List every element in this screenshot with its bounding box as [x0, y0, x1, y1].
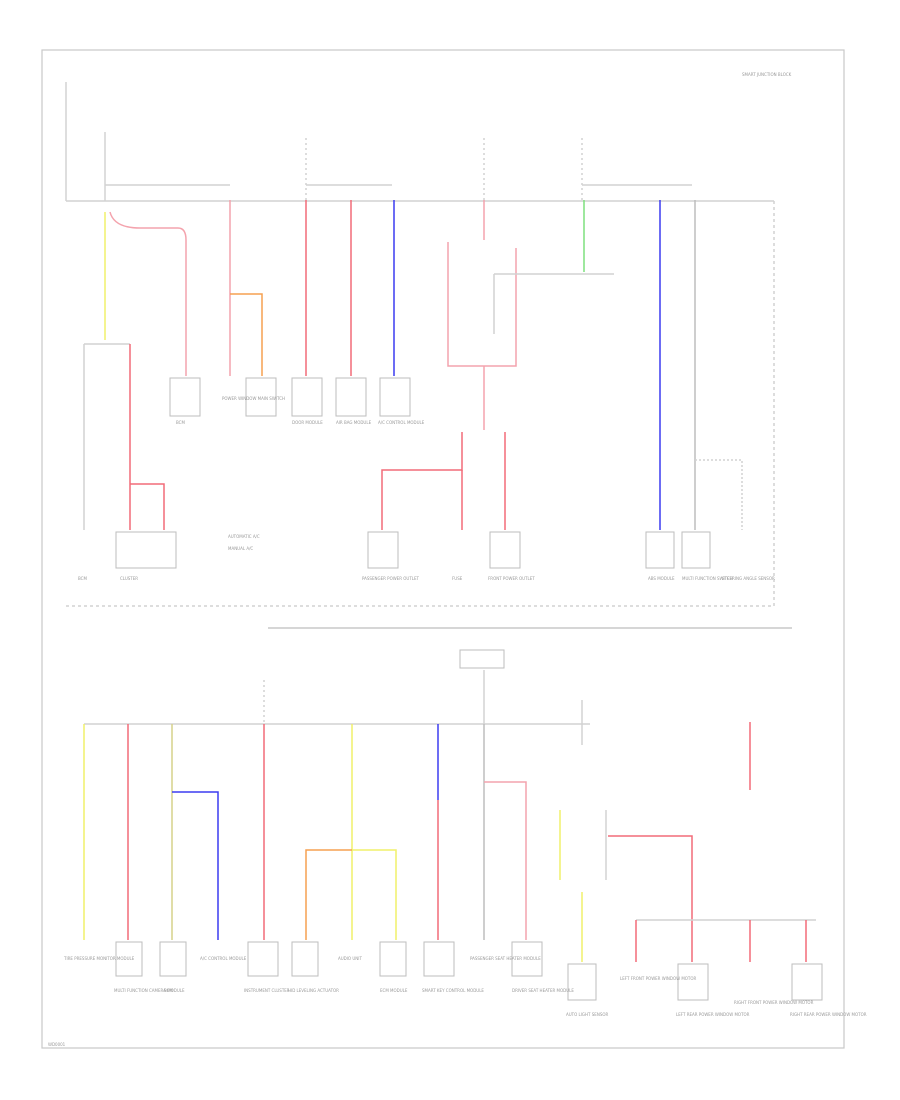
component-label: STEERING ANGLE SENSOR — [722, 576, 775, 581]
component-box — [367, 531, 399, 569]
component-box — [291, 377, 323, 417]
component-label: LEFT FRONT POWER WINDOW MOTOR — [620, 976, 697, 981]
component-box — [291, 941, 319, 977]
component-box — [379, 377, 411, 417]
component-box — [379, 941, 407, 977]
bottom-section — [83, 649, 816, 962]
component-label: PASSENGER POWER OUTLET — [362, 576, 420, 581]
component-label: PASSENGER SEAT HEATER MODULE — [470, 956, 541, 961]
top-components — [115, 377, 711, 569]
component-box — [681, 531, 711, 569]
wire-red-1 — [109, 211, 187, 376]
wire-blue-b1 — [172, 791, 219, 940]
component-box — [247, 941, 279, 977]
component-box — [159, 941, 187, 977]
legend-item: AUTOMATIC A/C — [228, 534, 260, 539]
component-box — [511, 941, 543, 977]
top-section — [65, 82, 775, 607]
wire-neutral-5 — [695, 459, 743, 530]
component-box — [115, 531, 177, 569]
component-label: A/C CONTROL MODULE — [200, 956, 247, 961]
component-box — [645, 531, 675, 569]
component-label: CLUSTER — [120, 576, 138, 581]
top-labels: BCM BCM POWER WINDOW MAIN SWITCH DOOR MO… — [78, 396, 775, 581]
component-label: LEFT REAR POWER WINDOW MOTOR — [676, 1012, 750, 1017]
wire-red-b5 — [608, 835, 693, 962]
component-label: MULTI FUNCTION SWITCH — [682, 576, 733, 581]
component-box — [245, 377, 277, 417]
bottom-components — [115, 941, 823, 1001]
component-box — [169, 377, 201, 417]
component-box — [489, 531, 521, 569]
wire-red-3 — [130, 483, 165, 530]
wire-neutral-3 — [493, 273, 614, 334]
component-label: HID LEVELING ACTUATOR — [288, 988, 339, 993]
component-box — [677, 963, 709, 1001]
component-label: AIR BAG MODULE — [336, 420, 372, 425]
component-label: MULTI FUNCTION CAMERA MODULE — [114, 988, 185, 993]
component-label: BCM — [164, 988, 173, 993]
wire-red-6 — [381, 432, 463, 530]
component-label: DRIVER SEAT HEATER MODULE — [512, 988, 574, 993]
wire-red-b4 — [484, 781, 527, 940]
wire-pink-3 — [447, 242, 517, 367]
header-title: SMART JUNCTION BLOCK — [742, 72, 792, 77]
wire-orange-1 — [230, 293, 263, 376]
component-label: ECM MODULE — [380, 988, 408, 993]
component-label: RIGHT FRONT POWER WINDOW MOTOR — [734, 1000, 814, 1005]
footer-code: WD0001 — [48, 1042, 66, 1047]
component-label: TIRE PRESSURE MONITOR MODULE — [63, 956, 135, 961]
component-label: AUTO LIGHT SENSOR — [566, 1012, 609, 1017]
relay-box — [459, 649, 505, 669]
component-label: DOOR MODULE — [292, 420, 323, 425]
component-box — [335, 377, 367, 417]
legend: AUTOMATIC A/C MANUAL A/C — [228, 534, 260, 551]
component-label: BCM — [176, 420, 185, 425]
component-label: FUSE — [452, 576, 463, 581]
component-box — [567, 963, 597, 1001]
component-label: POWER WINDOW MAIN SWITCH — [222, 396, 285, 401]
component-box — [115, 941, 143, 977]
component-label: BCM — [78, 576, 87, 581]
component-label: ABS MODULE — [648, 576, 675, 581]
component-label: SMART KEY CONTROL MODULE — [422, 988, 484, 993]
component-label: RIGHT REAR POWER WINDOW MOTOR — [790, 1012, 867, 1017]
component-label: AUDIO UNIT — [338, 956, 362, 961]
wire-orange-b1 — [305, 849, 352, 940]
legend-item: MANUAL A/C — [228, 546, 253, 551]
bottom-labels: TIRE PRESSURE MONITOR MODULE MULTI FUNCT… — [63, 956, 867, 1017]
wire-yellow-b3 — [352, 849, 397, 940]
diagram-frame — [41, 49, 845, 1049]
component-label: INSTRUMENT CLUSTER — [244, 988, 290, 993]
component-label: FRONT POWER OUTLET — [488, 576, 535, 581]
component-label: A/C CONTROL MODULE — [378, 420, 425, 425]
component-box — [423, 941, 455, 977]
component-box — [791, 963, 823, 1001]
